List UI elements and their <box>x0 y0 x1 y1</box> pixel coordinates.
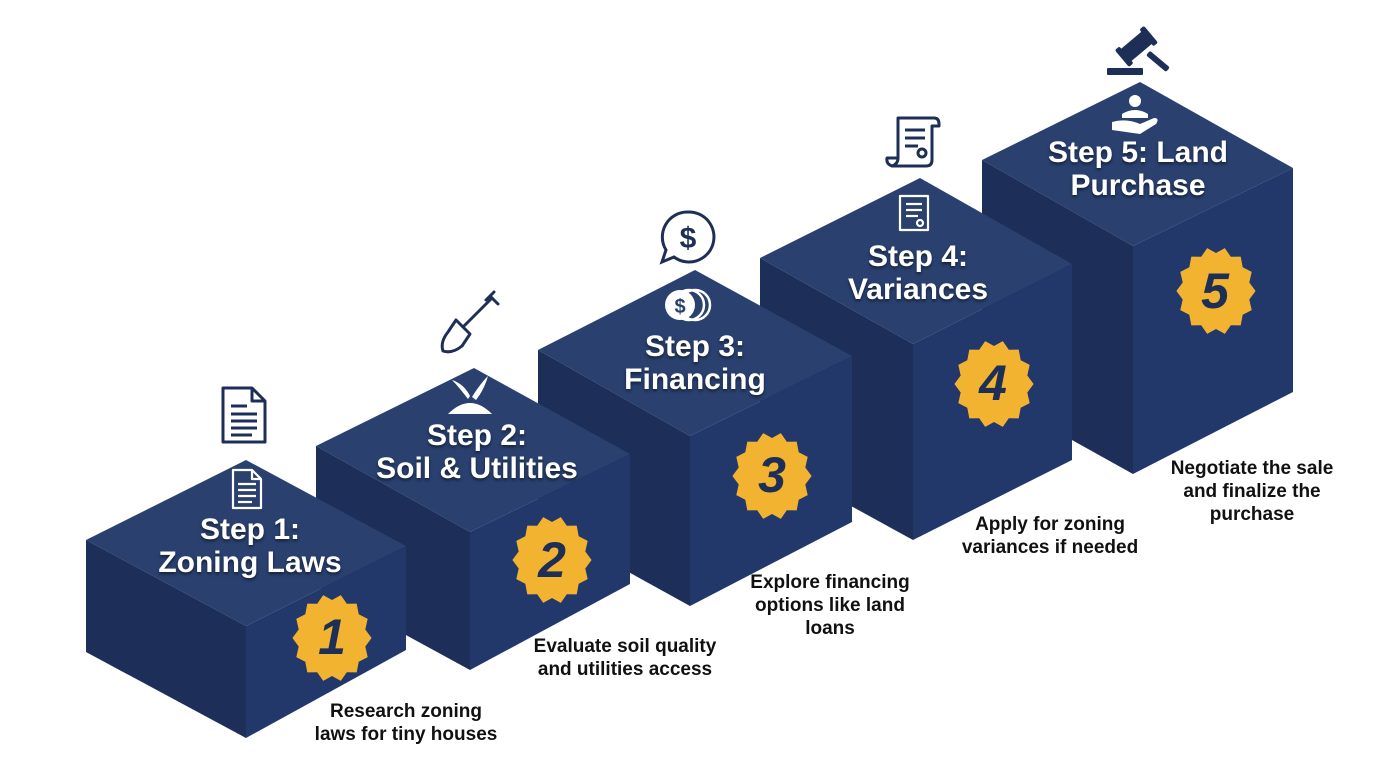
document-small-icon <box>231 468 263 510</box>
badge-number-3: 3 <box>758 447 786 503</box>
step-2-caption: Evaluate soil quality and utilities acce… <box>533 636 717 680</box>
badge-5 <box>1176 248 1256 334</box>
soil-sprout-icon <box>448 376 492 414</box>
dollar-speech-icon: $ <box>659 210 716 265</box>
step-5-caption: Negotiate the sale and finalize the purc… <box>1170 458 1334 525</box>
step-1-caption: Research zoning laws for tiny houses <box>314 701 498 745</box>
step-4-caption: Apply for zoning variances if needed <box>961 514 1139 558</box>
badge-number-1: 1 <box>318 609 346 665</box>
coins-icon: $ <box>665 288 712 322</box>
badge-2 <box>512 517 592 603</box>
svg-text:$: $ <box>680 222 697 255</box>
cube-4-top <box>760 178 1072 344</box>
step-3-caption: Explore financing options like land loan… <box>750 572 910 639</box>
scroll-icon <box>885 116 941 168</box>
step-2-title: Step 2: Soil & Utilities <box>376 419 578 485</box>
badge-3 <box>732 433 812 519</box>
badge-number-2: 2 <box>538 532 566 588</box>
svg-text:$: $ <box>674 296 685 318</box>
badge-1 <box>292 595 372 681</box>
cube-1-top <box>86 460 406 626</box>
cube-2-top <box>316 368 630 532</box>
shovel-icon <box>440 290 500 354</box>
gavel-icon <box>1107 26 1170 75</box>
cube-3-top <box>538 270 852 436</box>
cube-5-top <box>982 82 1293 246</box>
badge-4 <box>954 341 1034 427</box>
cube-1-left <box>86 540 246 738</box>
badge-number-5: 5 <box>1201 263 1229 319</box>
step-4-title: Step 4: Variances <box>847 240 989 306</box>
step-5-title: Step 5: Land Purchase <box>1047 136 1228 202</box>
document-icon <box>221 386 267 444</box>
certificate-small-icon <box>898 194 930 232</box>
step-3-title: Step 3: Financing <box>624 330 766 396</box>
badge-number-4: 4 <box>979 355 1007 411</box>
hand-land-icon <box>1112 95 1158 134</box>
step-1-title: Step 1: Zoning Laws <box>158 513 342 579</box>
